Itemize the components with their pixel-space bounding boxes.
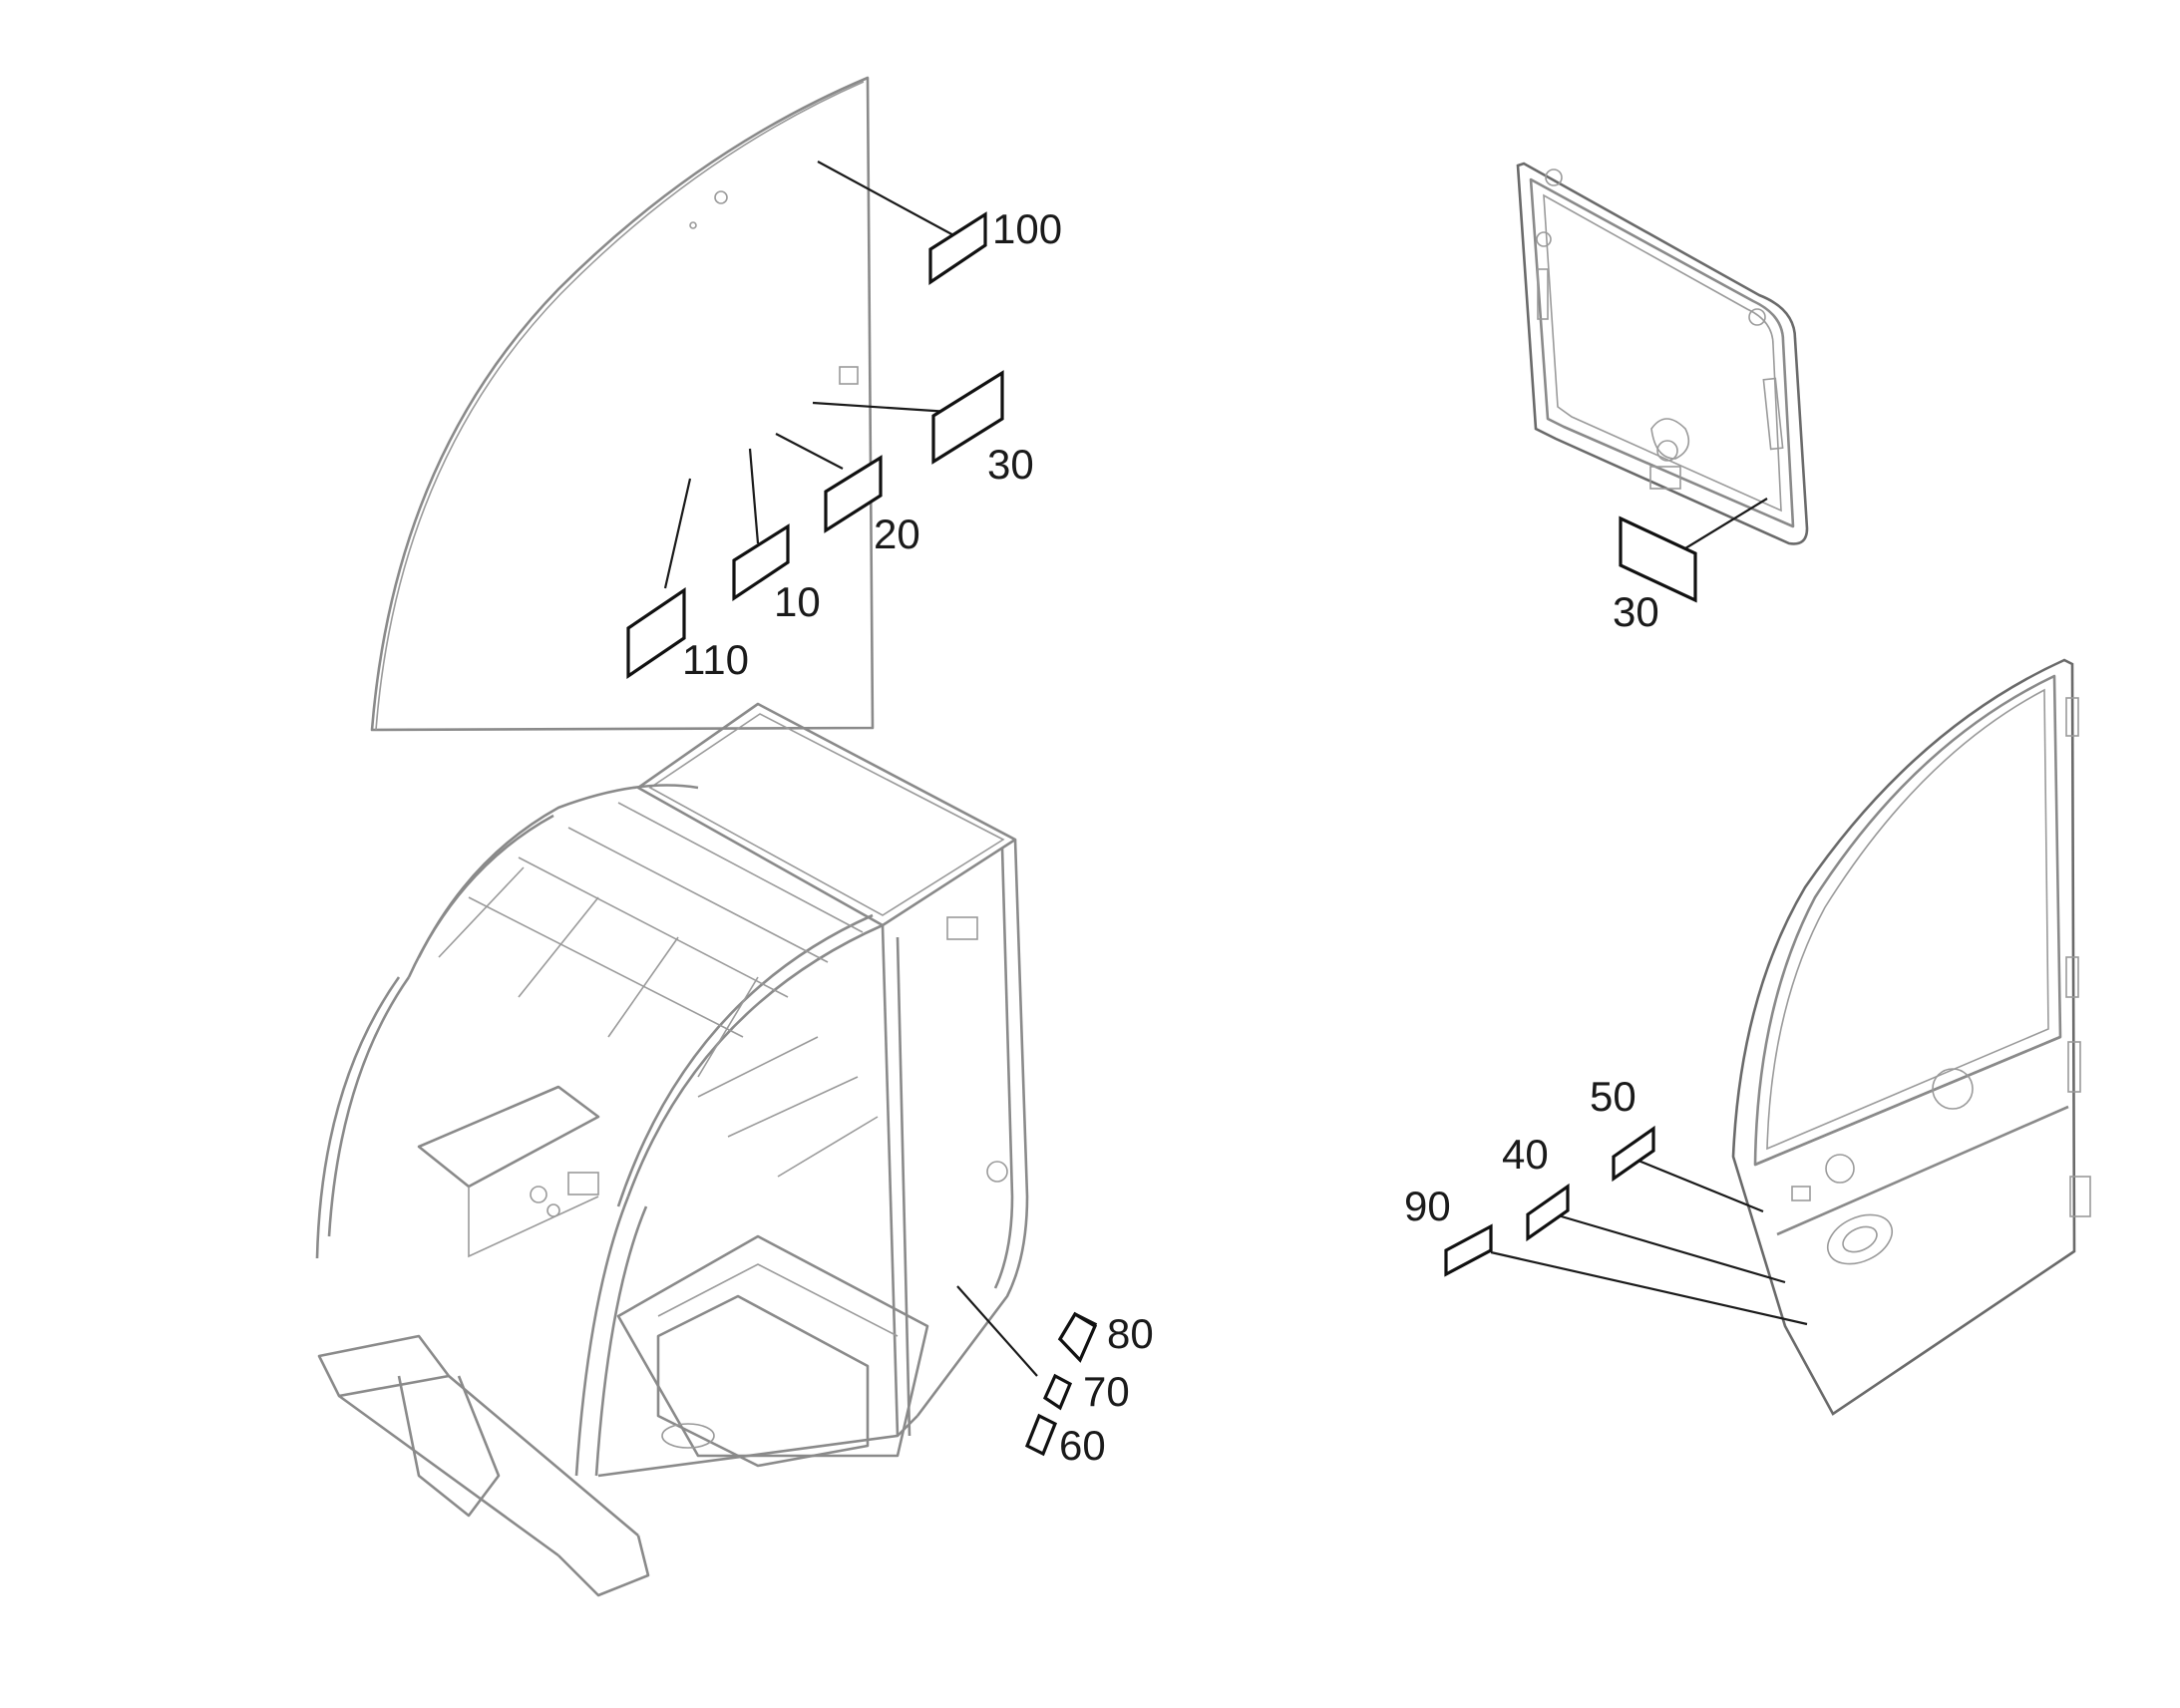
decal-110: [626, 586, 686, 680]
windshield-decals: 100 30 20 10 110: [626, 161, 1062, 683]
leader-30-roof: [1684, 498, 1768, 549]
decal-70: [1042, 1373, 1073, 1411]
decal-50: [1612, 1125, 1655, 1183]
callout-70: 70: [1083, 1368, 1130, 1415]
decal-60: [1024, 1413, 1058, 1457]
roof-window: [1516, 162, 1809, 545]
leader-110: [663, 478, 692, 589]
callout-10: 10: [774, 578, 821, 625]
callout-30-windshield: 30: [987, 441, 1034, 488]
leader-90: [1490, 1250, 1808, 1326]
decal-20: [824, 455, 883, 533]
decal-100: [928, 211, 987, 286]
decal-80-body: [1058, 1311, 1098, 1363]
decal-10: [732, 523, 790, 601]
cab-door: [1731, 658, 2091, 1416]
decal-40: [1526, 1183, 1570, 1242]
callout-100: 100: [992, 205, 1062, 252]
door-decals: 50 40 90: [1404, 1073, 1808, 1326]
leader-30-windshield: [812, 401, 950, 414]
callout-40: 40: [1502, 1131, 1549, 1178]
callout-20: 20: [874, 511, 920, 557]
callout-60: 60: [1059, 1422, 1106, 1469]
leader-40: [1547, 1210, 1786, 1284]
decal-90: [1444, 1223, 1493, 1277]
callout-80: 80: [1107, 1310, 1154, 1357]
roof-window-decal: 30: [1613, 498, 1768, 635]
cab-frame: [315, 702, 1029, 1597]
callout-30-roof: 30: [1613, 588, 1659, 635]
callout-90: 90: [1404, 1183, 1451, 1229]
leader-10: [748, 448, 760, 544]
windshield-panel: [370, 76, 875, 732]
callout-110: 110: [682, 636, 749, 683]
decal-30-windshield: [931, 370, 1004, 465]
leader-20: [775, 433, 844, 470]
leader-50: [1633, 1157, 1764, 1213]
leader-100: [817, 161, 958, 238]
callout-50: 50: [1590, 1073, 1636, 1120]
decal-30-roof: [1619, 515, 1697, 603]
cab-frame-decals: 80 70 60: [956, 1285, 1154, 1469]
leader-80: [956, 1285, 1038, 1377]
